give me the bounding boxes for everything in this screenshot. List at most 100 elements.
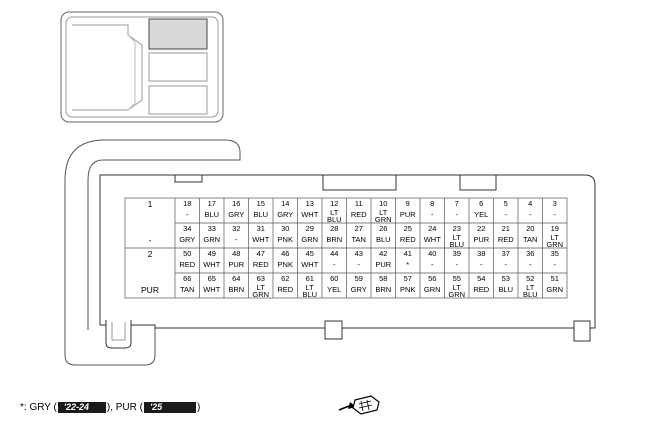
wire-color: WHT xyxy=(252,235,270,244)
wire-color: BLU xyxy=(498,285,514,294)
connector-locator-view xyxy=(60,11,224,123)
wire-color: - xyxy=(553,260,557,269)
wire-color: - xyxy=(148,235,152,245)
pin-number: 49 xyxy=(207,249,216,258)
pin-number: 36 xyxy=(526,249,535,258)
wire-color: - xyxy=(504,260,508,269)
wire-color: RED xyxy=(277,285,294,294)
wire-color: - xyxy=(357,260,361,269)
wire-color: GRY xyxy=(277,210,294,219)
pin-grid-lines xyxy=(124,197,568,299)
pin-number: 27 xyxy=(354,224,363,233)
wire-color: WHT xyxy=(423,235,441,244)
pin-number: 55 xyxy=(452,274,461,283)
pin-number: 50 xyxy=(183,249,192,258)
wire-color: PNK xyxy=(277,235,293,244)
wire-color: GRN xyxy=(423,285,441,294)
pin-number: 21 xyxy=(501,224,510,233)
wire-color: GRN xyxy=(203,235,221,244)
pin-number: 58 xyxy=(379,274,388,283)
pin-number: 25 xyxy=(403,224,412,233)
pin-number: 18 xyxy=(183,199,192,208)
wire-color: - xyxy=(333,260,336,269)
pin-number: 64 xyxy=(232,274,241,283)
wire-color: PUR xyxy=(375,260,392,269)
pin-number: 44 xyxy=(330,249,339,258)
wire-color: RED xyxy=(179,260,196,269)
wire-color: PNK xyxy=(277,260,293,269)
wire-color: PUR xyxy=(473,235,490,244)
pin-cell: 7- xyxy=(445,199,470,224)
pin-number: 19 xyxy=(550,224,559,233)
pin-number: 12 xyxy=(330,199,339,208)
wire-color: - xyxy=(431,210,434,219)
pin-cell: 39 - xyxy=(445,249,470,274)
pin-cell: 40- xyxy=(420,249,445,274)
wire-color: PUR xyxy=(399,210,416,219)
pin-number: 4 xyxy=(528,199,533,208)
wire-color: PUR xyxy=(228,260,245,269)
pin-number: 3 xyxy=(552,199,557,208)
pin-number: 26 xyxy=(379,224,388,233)
pin-cell: 44 - xyxy=(322,249,347,274)
pin-cell: 35- xyxy=(543,249,568,274)
pin-cell: 18- xyxy=(175,199,200,224)
wire-color: RED xyxy=(252,260,269,269)
wire-color: GRN xyxy=(546,285,564,294)
pin-number: 48 xyxy=(232,249,241,258)
pin-cell: 41* xyxy=(396,249,421,274)
pin-number: 9 xyxy=(405,199,410,208)
wire-color: YEL xyxy=(327,285,342,294)
wire-color: - xyxy=(235,235,238,244)
pin-number: 59 xyxy=(354,274,363,283)
pin-number: 13 xyxy=(305,199,314,208)
wire-color: BLU xyxy=(375,235,391,244)
pin-group-label: 1 xyxy=(125,199,175,224)
wire-color: - xyxy=(455,260,459,269)
pin-number: 39 xyxy=(452,249,461,258)
pin-number: 60 xyxy=(330,274,339,283)
wire-color: - xyxy=(529,210,532,219)
pin-number: 57 xyxy=(403,274,412,283)
pin-number: 23 xyxy=(452,224,461,233)
pin-number: 65 xyxy=(207,274,216,283)
pin-number: 53 xyxy=(501,274,510,283)
pin-group-label: - xyxy=(125,224,175,249)
footnote-suffix: ) xyxy=(196,402,201,413)
pin-number: 2 xyxy=(147,249,153,259)
wire-color: GRY xyxy=(228,210,245,219)
wire-color: * xyxy=(406,260,410,269)
wire-color: RED xyxy=(399,235,416,244)
wire-color: GRY xyxy=(179,235,196,244)
